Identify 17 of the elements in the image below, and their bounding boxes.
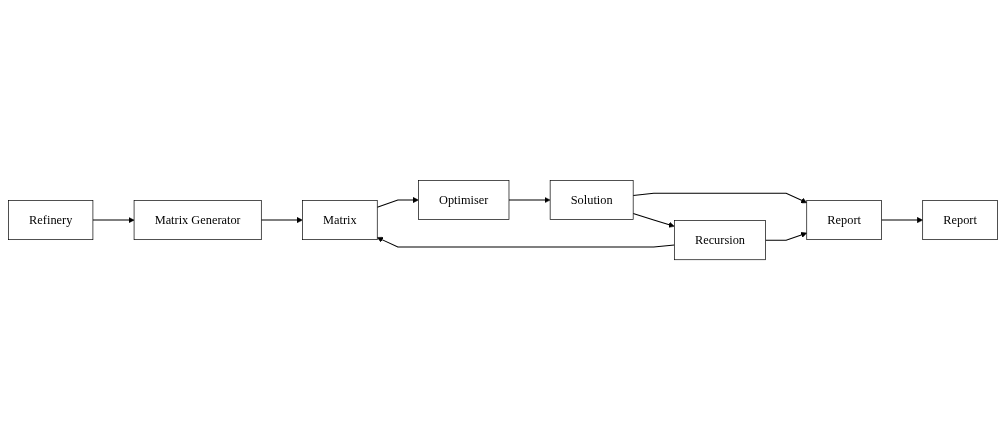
arrow — [508, 197, 551, 204]
node-box: Matrix — [302, 200, 378, 241]
node-box: Report — [806, 200, 882, 241]
node-box: Solution — [549, 180, 634, 221]
arrow — [881, 217, 923, 224]
arrow — [632, 213, 675, 229]
arrow — [377, 237, 675, 248]
node-box: Matrix Generator — [133, 200, 262, 241]
node-box: Recursion — [674, 220, 766, 261]
arrow — [92, 217, 135, 224]
node-box: Refinery — [8, 200, 94, 241]
node-box: Optimiser — [418, 180, 510, 221]
arrow — [765, 232, 807, 242]
arrow — [376, 197, 419, 209]
node-box: Report — [922, 200, 998, 241]
arrow — [632, 193, 807, 204]
arrow — [260, 217, 303, 224]
